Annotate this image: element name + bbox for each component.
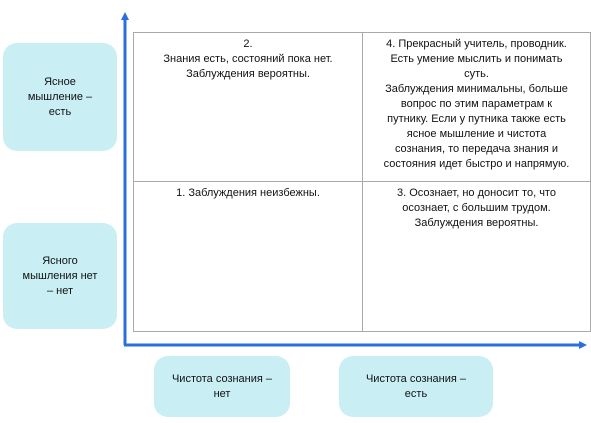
x-axis-label-purity-no: Чистота сознания – нет (154, 356, 290, 417)
y-bottom-label-text: Ясного мышления нет – нет (22, 254, 98, 297)
x-left-label-text: Чистота сознания – нет (171, 372, 273, 400)
quadrant-matrix: 2. Знания есть, состояний пока нет. Забл… (133, 32, 591, 332)
y-top-label-text: Ясное мышление – есть (27, 75, 93, 118)
y-axis-label-clear-thinking-no: Ясного мышления нет – нет (3, 223, 117, 329)
quadrant-4: 4. Прекрасный учитель, проводник. Есть у… (363, 33, 590, 182)
quadrant-3: 3. Осознает, но доносит то, что осознает… (397, 187, 556, 229)
x-axis-label-purity-yes: Чистота сознания – есть (339, 356, 493, 417)
quadrant-2: 2. Знания есть, состояний пока нет. Забл… (134, 33, 363, 182)
quadrant-1: 1. Заблуждения неизбежны. (134, 182, 363, 331)
y-axis-label-clear-thinking-yes: Ясное мышление – есть (3, 43, 117, 151)
x-right-label-text: Чистота сознания – есть (365, 372, 467, 400)
